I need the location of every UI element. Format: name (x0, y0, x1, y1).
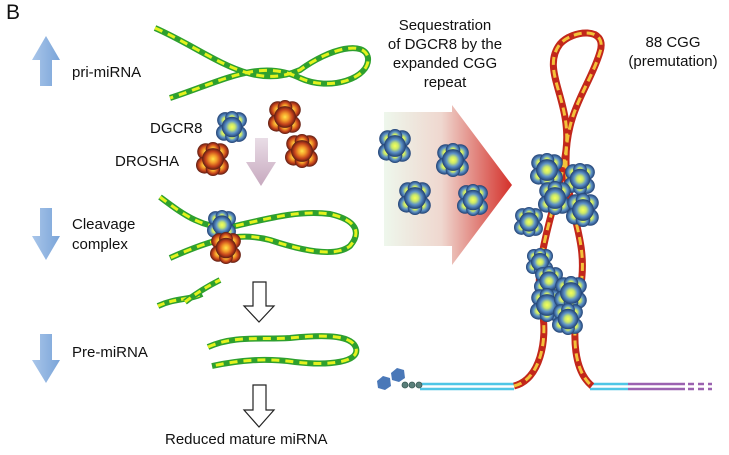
cleavage-complex-hairpin (158, 194, 359, 261)
process-arrow-icon (246, 138, 276, 186)
pre-mirna-label: Pre-miRNA (72, 344, 148, 361)
sequestration-label-line3: expanded CGG (392, 55, 498, 72)
panel-letter: B (6, 1, 21, 24)
cgg-label-line2: (premutation) (628, 53, 718, 70)
dgcr8-protein-icon (552, 303, 583, 335)
dgcr8-label: DGCR8 (150, 120, 203, 137)
dgcr8-protein-icon (216, 111, 247, 143)
sequestration-label-line4: repeat (423, 74, 467, 91)
sequestration-arrow-icon (384, 105, 512, 265)
cleaved-fragments (156, 277, 222, 309)
dna-strand (420, 382, 712, 391)
hollow-arrow-icon (242, 384, 276, 428)
dgcr8-protein-icon (566, 193, 599, 227)
down-arrow-icon-pre-mirna (32, 334, 60, 383)
pri-mirna-label: pri-miRNA (72, 64, 142, 81)
hollow-arrow-icon (242, 281, 276, 323)
drosha-protein-icon (210, 232, 241, 264)
drosha-label: DROSHA (115, 153, 180, 170)
up-arrow-icon (32, 36, 60, 86)
down-arrow-icon-cleavage (32, 208, 60, 260)
dgcr8-protein-icon (457, 184, 488, 216)
drosha-protein-icon (268, 100, 301, 134)
reduced-mirna-label: Reduced mature miRNA (165, 431, 328, 448)
cgg-label-line1: 88 CGG (645, 34, 701, 51)
cleavage-label-line2: complex (72, 236, 128, 253)
dgcr8-protein-icon (514, 207, 543, 237)
dgcr8-protein-icon (378, 129, 411, 163)
dgcr8-protein-icon (538, 181, 571, 215)
drosha-protein-icon (285, 134, 318, 168)
pre-mirna-hairpin (206, 333, 360, 369)
sequestration-label-line1: Sequestration (398, 17, 492, 34)
dgcr8-protein-icon (436, 143, 469, 177)
pri-mirna-hairpin (153, 25, 371, 101)
cleavage-label-line1: Cleavage (72, 216, 136, 233)
sequestration-label-line2: of DGCR8 by the (387, 36, 503, 53)
drosha-protein-icon (196, 142, 229, 176)
cap-structure-icon (377, 368, 423, 390)
dgcr8-protein-icon (398, 181, 431, 215)
